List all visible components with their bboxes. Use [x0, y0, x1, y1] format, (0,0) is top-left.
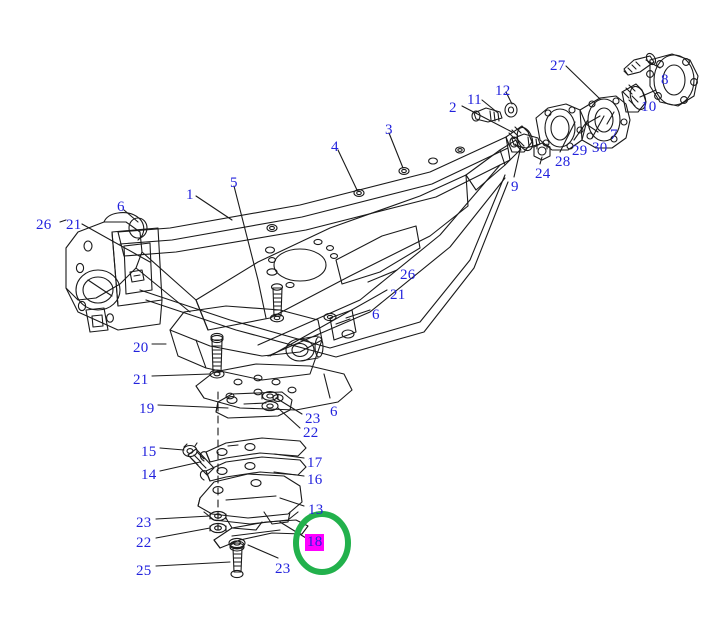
callout-label: 5 [230, 175, 238, 191]
callout-label: 23 [275, 561, 291, 577]
callout-label: 23 [305, 411, 321, 427]
callout-label: 6 [330, 404, 338, 420]
callout-label: 24 [535, 166, 551, 182]
callout-label: 9 [511, 179, 519, 195]
callout-label: 25 [136, 563, 152, 579]
callout-label: 15 [141, 444, 157, 460]
callout-label: 28 [555, 154, 571, 170]
callout-label: 16 [307, 472, 323, 488]
callout-label: 21 [66, 217, 82, 233]
callout-label: 26 [400, 267, 416, 283]
callout-label: 29 [572, 143, 588, 159]
callout-label: 8 [661, 72, 669, 88]
callout-label: 12 [495, 83, 511, 99]
callout-label: 11 [467, 92, 482, 108]
callout-label: 21 [133, 372, 149, 388]
callout-label: 22 [303, 425, 319, 441]
callout-label: 19 [139, 401, 155, 417]
callout-label: 13 [308, 502, 324, 518]
callout-label: 21 [390, 287, 406, 303]
callout-label-highlighted: 18 [305, 534, 325, 551]
callout-label: 4 [331, 139, 339, 155]
callout-label: 7 [610, 127, 618, 143]
callout-label: 14 [141, 467, 157, 483]
callout-label: 6 [372, 307, 380, 323]
callout-label: 2 [449, 100, 457, 116]
callout-label: 6 [117, 199, 125, 215]
callout-label: 3 [385, 122, 393, 138]
callout-label: 27 [550, 58, 566, 74]
callout-label: 1 [186, 187, 194, 203]
callout-label: 10 [641, 99, 657, 115]
callout-label: 22 [136, 535, 152, 551]
callout-label: 26 [36, 217, 52, 233]
callout-label: 17 [307, 455, 323, 471]
callout-label: 30 [592, 140, 608, 156]
callout-label: 20 [133, 340, 149, 356]
callout-label: 23 [136, 515, 152, 531]
